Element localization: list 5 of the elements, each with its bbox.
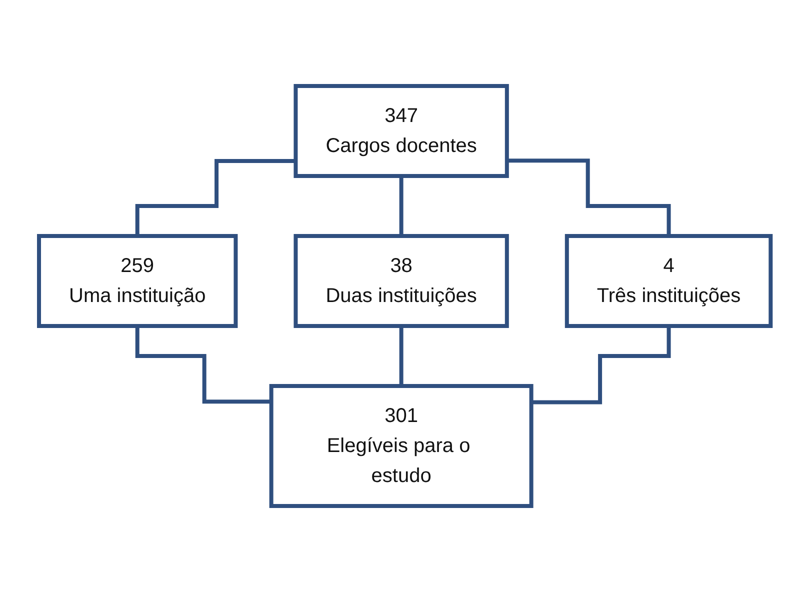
node-box: 301 Elegíveis para o estudo [269, 384, 534, 508]
node-box: 347 Cargos docentes [294, 84, 510, 178]
node-box: 4 Três instituições [565, 234, 773, 328]
node-box: 38 Duas instituições [294, 234, 510, 328]
node-box: 259 Uma instituição [37, 234, 238, 328]
